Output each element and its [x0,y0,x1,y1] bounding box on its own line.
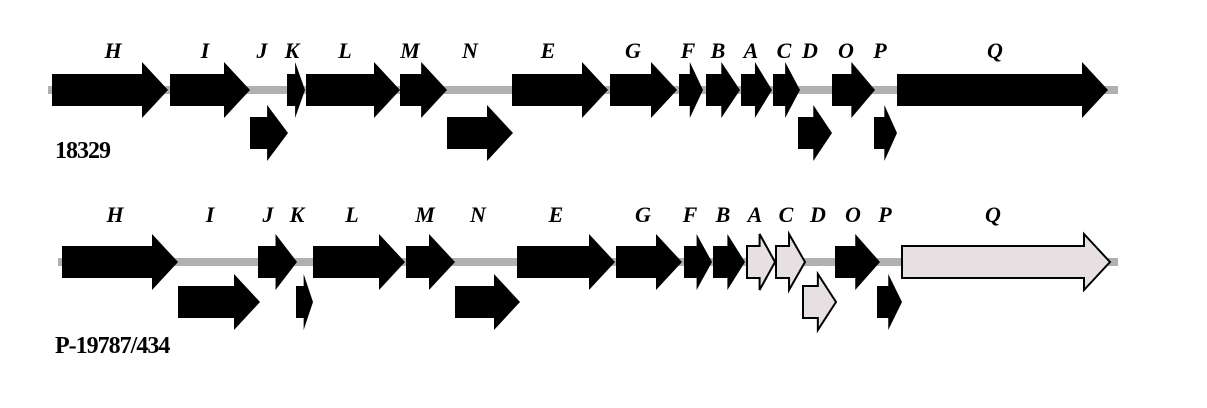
gene-arrow-q [897,62,1108,118]
gene-label-k: K [289,202,306,227]
gene-label-i: I [205,202,216,227]
gene-label-f: F [680,38,696,63]
gene-label-h: H [105,202,124,227]
gene-label-m: M [414,202,436,227]
gene-label-c: C [779,202,794,227]
gene-arrow-m [406,234,455,290]
gene-arrow-j [258,234,297,290]
gene-label-a: A [742,38,759,63]
gene-label-n: N [469,202,487,227]
strain-label: P-19787/434 [55,333,170,359]
gene-arrow-l [313,234,405,290]
gene-label-p: P [872,38,887,63]
gene-arrow-q [901,231,1112,293]
gene-label-k: K [284,38,301,63]
gene-label-q: Q [987,38,1003,63]
gene-arrow-d [798,105,832,161]
gene-label-m: M [399,38,421,63]
gene-arrow-f [684,234,712,290]
gene-arrow-h [52,62,168,118]
gene-label-i: I [200,38,211,63]
gene-label-b: B [715,202,731,227]
gene-arrow-i [170,62,250,118]
gene-label-f: F [682,202,698,227]
gene-arrow-f [679,62,703,118]
gene-label-o: O [845,202,861,227]
gene-label-c: C [777,38,792,63]
gene-label-l: L [337,38,351,63]
gene-arrow-o [832,62,875,118]
gene-label-o: O [838,38,854,63]
gene-arrow-p [877,274,902,330]
gene-label-e: E [540,38,556,63]
gene-arrow-k [287,62,305,118]
gene-label-n: N [461,38,479,63]
gene-arrow-m [400,62,447,118]
gene-arrow-p [874,105,897,161]
gene-arrow-c [773,62,800,118]
gene-arrow-n [447,105,513,161]
gene-label-j: J [256,38,269,63]
gene-label-j: J [262,202,275,227]
gene-arrow-b [713,234,745,290]
gene-label-g: G [625,38,641,63]
gene-arrow-n [455,274,520,330]
gene-arrow-g [610,62,677,118]
gene-arrow-d [802,270,838,334]
gene-arrow-c [775,230,807,294]
gene-arrow-o [835,234,880,290]
gene-label-b: B [710,38,726,63]
gene-arrow-g [616,234,682,290]
gene-label-g: G [635,202,651,227]
gene-label-e: E [548,202,564,227]
gene-label-l: L [344,202,358,227]
gene-arrow-l [306,62,400,118]
gene-arrow-b [706,62,740,118]
gene-arrow-a [746,233,777,291]
gene-arrow-k [296,274,313,330]
gene-label-d: D [801,38,818,63]
gene-arrow-a [741,62,772,118]
gene-label-h: H [103,38,122,63]
gene-arrow-h [62,234,178,290]
gene-label-p: P [877,202,892,227]
gene-label-d: D [809,202,826,227]
gene-label-q: Q [985,202,1001,227]
gene-arrow-e [512,62,608,118]
gene-label-a: A [746,202,763,227]
gene-arrow-i [178,274,260,330]
strain-label: 18329 [55,138,111,164]
gene-arrow-e [517,234,615,290]
gene-arrow-j [250,105,288,161]
